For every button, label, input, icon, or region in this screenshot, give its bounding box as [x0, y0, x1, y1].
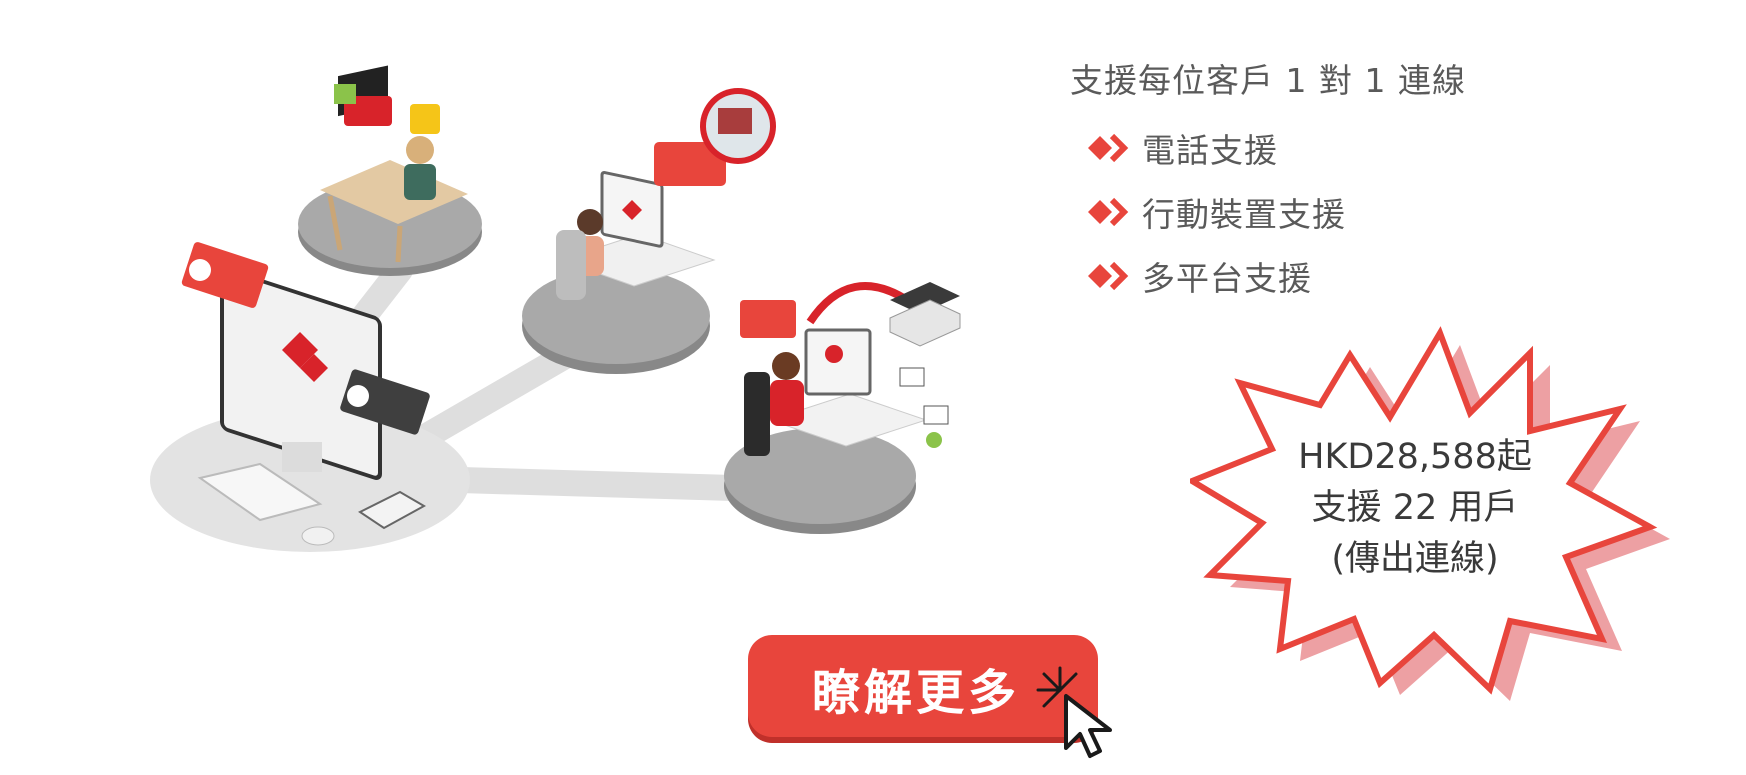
support-agent-station — [522, 88, 776, 374]
starburst-shape — [1190, 326, 1658, 695]
learn-more-label: 瞭解更多 — [812, 665, 1021, 721]
features-title: 支援每位客戶 1 對 1 連線 — [1070, 61, 1466, 100]
designer-desk-station — [298, 65, 482, 276]
price-starburst — [1190, 326, 1670, 701]
feature-label: 行動裝置支援 — [1142, 195, 1346, 234]
price-amount: HKD28,588起 — [1298, 437, 1532, 477]
remote-printing-station — [724, 282, 961, 534]
price-user-count: 支援 22 用戶 — [1311, 488, 1519, 528]
price-text: HKD28,588起 支援 22 用戶 (傳出連線) — [1215, 432, 1615, 585]
feature-item: 電話支援 — [1086, 116, 1590, 180]
click-cursor-icon — [1036, 666, 1112, 758]
remote-support-illustration — [150, 65, 961, 552]
double-chevron-icon — [1088, 261, 1129, 291]
price-connection-note: (傳出連線) — [1331, 539, 1499, 579]
desktop-computer-station — [150, 242, 470, 552]
learn-more-button[interactable]: 瞭解更多 — [748, 635, 1098, 737]
feature-label: 多平台支援 — [1142, 259, 1312, 298]
features-list: 電話支援 行動裝置支援 多平台支援 — [1086, 116, 1590, 308]
feature-item: 行動裝置支援 — [1086, 180, 1590, 244]
feature-label: 電話支援 — [1142, 131, 1278, 170]
double-chevron-icon — [1088, 133, 1129, 163]
feature-item: 多平台支援 — [1086, 244, 1590, 308]
double-chevron-icon — [1088, 197, 1129, 227]
features-panel: 支援每位客戶 1 對 1 連線 電話支援 行動裝置支援 多平台支援 — [1070, 58, 1590, 308]
